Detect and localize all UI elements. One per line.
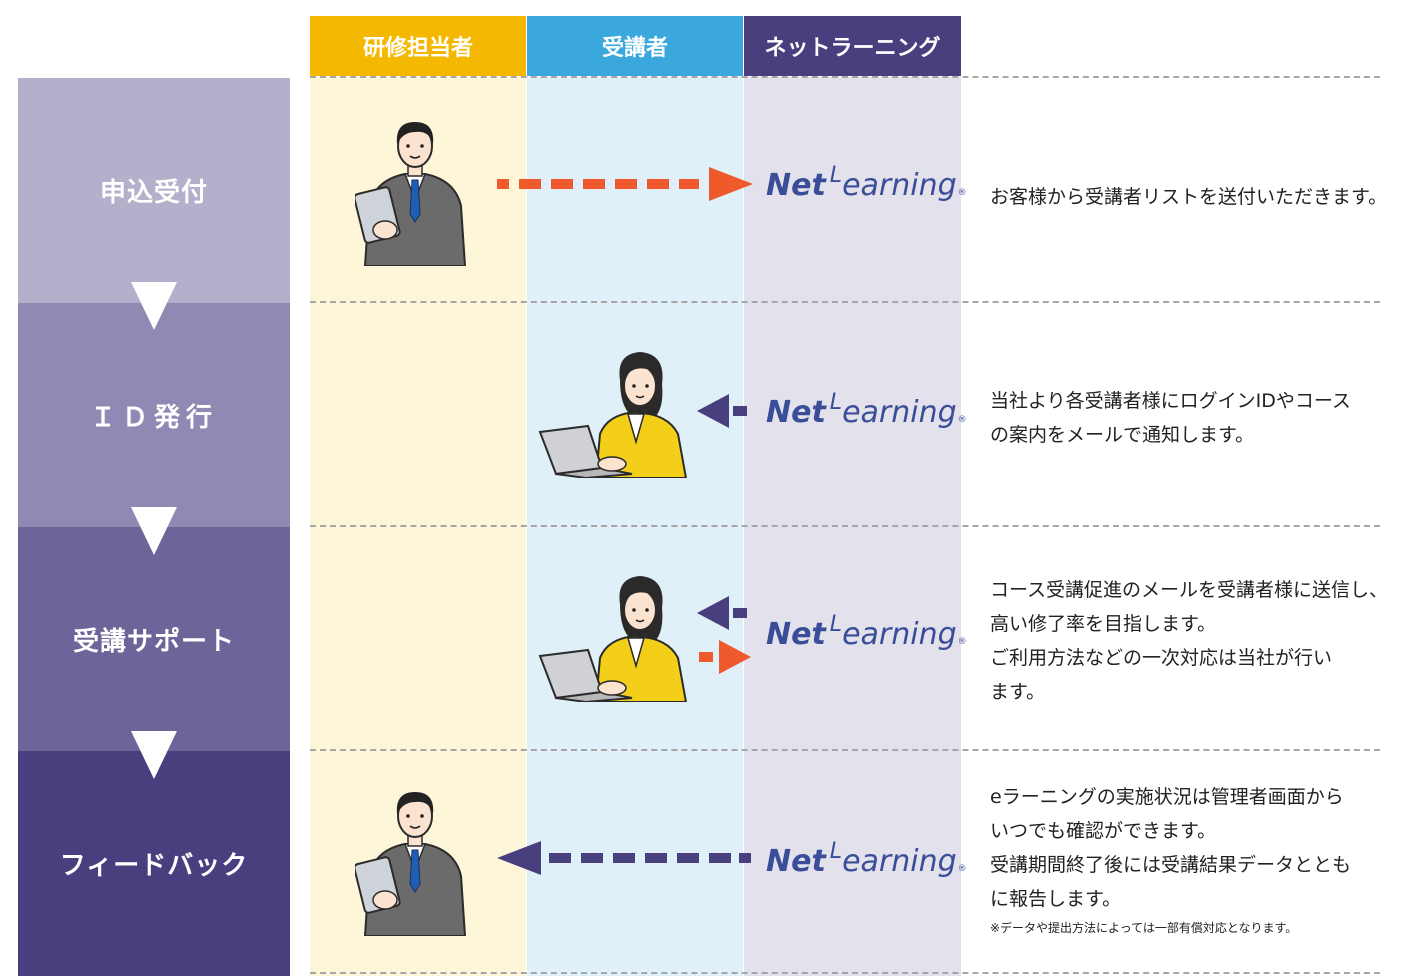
woman-laptop-icon: [536, 350, 692, 478]
description-id-issue: 当社より各受講者様にログインIDやコース の案内をメールで通知します。: [990, 390, 1351, 446]
description-application: お客様から受講者リストを送付いただきます。: [990, 186, 1388, 208]
description-learning-support: コース受講促進のメールを受講者様に送信し、 高い修了率を目指します。 ご利用方法…: [990, 579, 1389, 703]
description-note: ※データや提出方法によっては一部有償対応となります。: [990, 921, 1298, 935]
stage-application: 申込受付: [18, 78, 290, 303]
arrow-right-orange: [697, 640, 753, 674]
arrow-left-purple: [497, 841, 753, 875]
stage-learning-support: 受講サポート: [18, 527, 290, 751]
row-separator: [310, 525, 1380, 527]
businessman-icon: [355, 118, 475, 266]
description-feedback: eラーニングの実施状況は管理者画面から いつでも確認ができます。 受講期間終了後…: [990, 780, 1390, 938]
column-header-training-manager: 研修担当者: [310, 16, 526, 76]
down-arrow-icon: [131, 282, 177, 330]
row-separator: [310, 749, 1380, 751]
woman-laptop-icon: [536, 574, 692, 702]
businessman-icon: [355, 788, 475, 936]
column-header-netlearning: ネットラーニング: [744, 16, 961, 76]
arrow-left-purple: [697, 394, 753, 428]
stage-id-issue: ＩＤ発行: [18, 303, 290, 527]
row-separator: [310, 301, 1380, 303]
arrow-right-orange: [497, 167, 753, 201]
arrow-left-purple: [697, 596, 753, 630]
down-arrow-icon: [131, 731, 177, 779]
row-separator: [310, 76, 1380, 78]
row-separator: [310, 972, 1380, 974]
column-header-learner: 受講者: [527, 16, 743, 76]
stage-feedback: フィードバック: [18, 751, 290, 976]
down-arrow-icon: [131, 507, 177, 555]
